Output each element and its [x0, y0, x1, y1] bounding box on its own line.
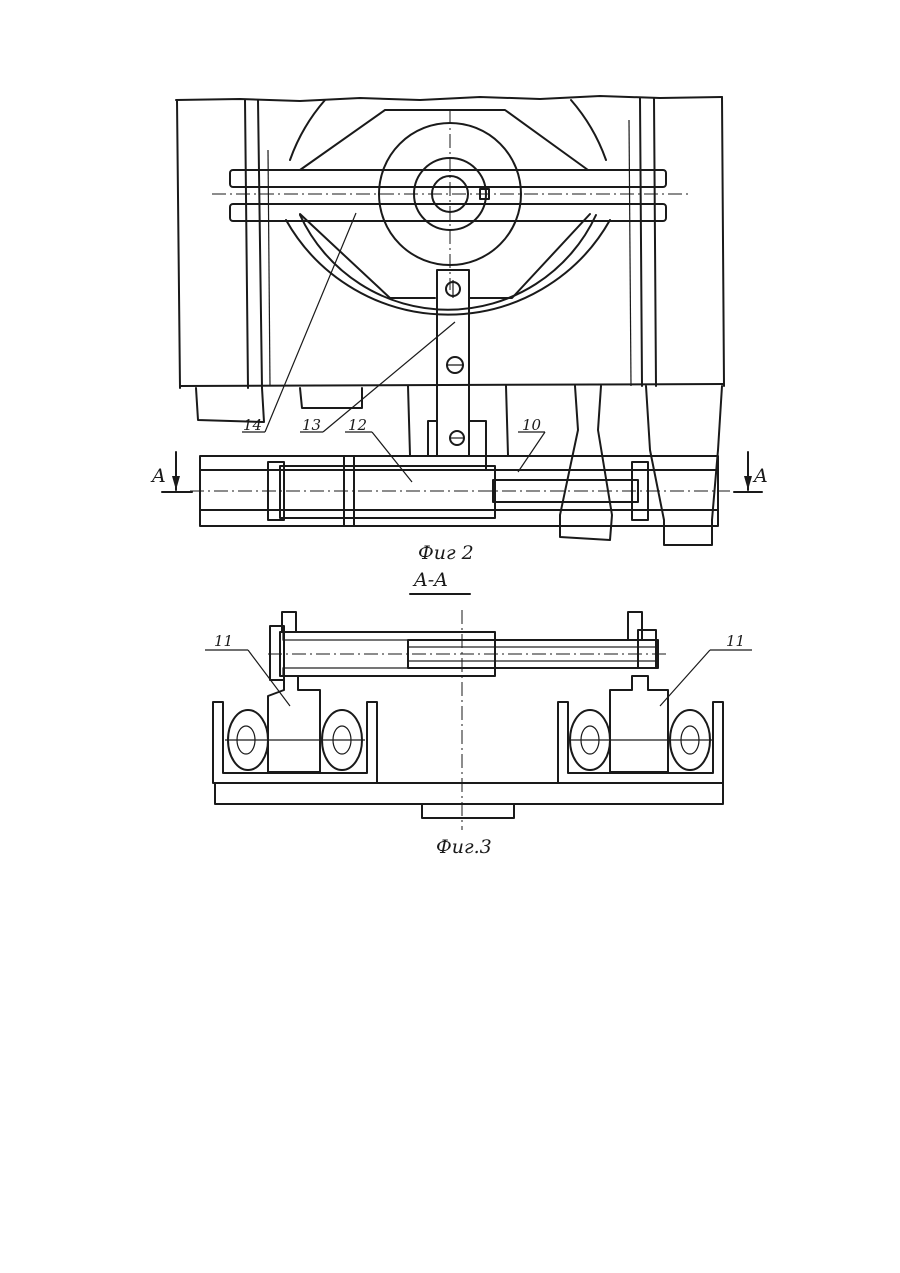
leader-right-11 — [660, 650, 710, 706]
leader-10 — [518, 432, 545, 472]
post-10 — [506, 386, 508, 455]
right-post-outer — [654, 98, 656, 386]
part-label-13: 13 — [302, 416, 321, 434]
section-cylinder-wall-top — [283, 632, 495, 640]
left-end-cap — [270, 626, 284, 680]
right-post-inner — [640, 98, 642, 386]
post-12 — [408, 386, 410, 455]
wheel-outer-arc-top-left — [290, 100, 325, 160]
right-channel — [558, 702, 723, 783]
pipe-right-1 — [560, 386, 612, 540]
mid-column-stub — [300, 388, 362, 408]
right-end-flange-top — [628, 612, 642, 640]
left-block-11 — [268, 676, 320, 772]
bracket-top — [300, 110, 588, 170]
section-mark-right: A — [752, 465, 768, 487]
part-label-12: 12 — [348, 416, 367, 434]
leader-13 — [323, 322, 455, 432]
base-boss — [422, 804, 514, 818]
section-rod-wall-bottom — [408, 661, 658, 668]
section-cylinder-wall-bottom — [283, 668, 495, 676]
t-bracket — [410, 421, 496, 470]
part-label-10: 10 — [522, 416, 542, 434]
part-label-14: 14 — [243, 416, 262, 434]
base-plate — [215, 783, 723, 804]
figure-2-view: A A 14 13 12 10 Фиг 2 — [150, 96, 768, 564]
left-post-line — [268, 150, 270, 386]
leader-14 — [265, 213, 356, 432]
wheel-outer-arc-bottom — [286, 220, 610, 315]
bracket-bottom-right — [470, 214, 590, 298]
section-arrow-left-head — [172, 476, 180, 490]
section-rod-wall-top — [408, 640, 658, 647]
figure-3-view: A-A — [205, 569, 752, 858]
pipe-right-2 — [646, 386, 722, 545]
wheel-outer-arc-top-right — [571, 100, 606, 160]
left-post-inner — [258, 100, 262, 388]
section-mark-left: A — [150, 465, 166, 487]
figure-3-caption: Фиг.3 — [436, 836, 492, 858]
frame-right-edge — [722, 97, 724, 386]
section-arrow-right-head — [744, 476, 752, 490]
part-label-11-right: 11 — [726, 632, 745, 650]
right-end-cap — [638, 630, 656, 668]
part-label-11-left: 11 — [214, 632, 233, 650]
right-post-line — [629, 120, 631, 386]
section-title: A-A — [412, 569, 448, 591]
frame-left-edge — [177, 100, 180, 388]
right-block-11 — [610, 676, 668, 772]
upper-bar — [230, 170, 666, 187]
figure-2-caption: Фиг 2 — [418, 542, 474, 564]
left-post-outer — [245, 100, 248, 388]
